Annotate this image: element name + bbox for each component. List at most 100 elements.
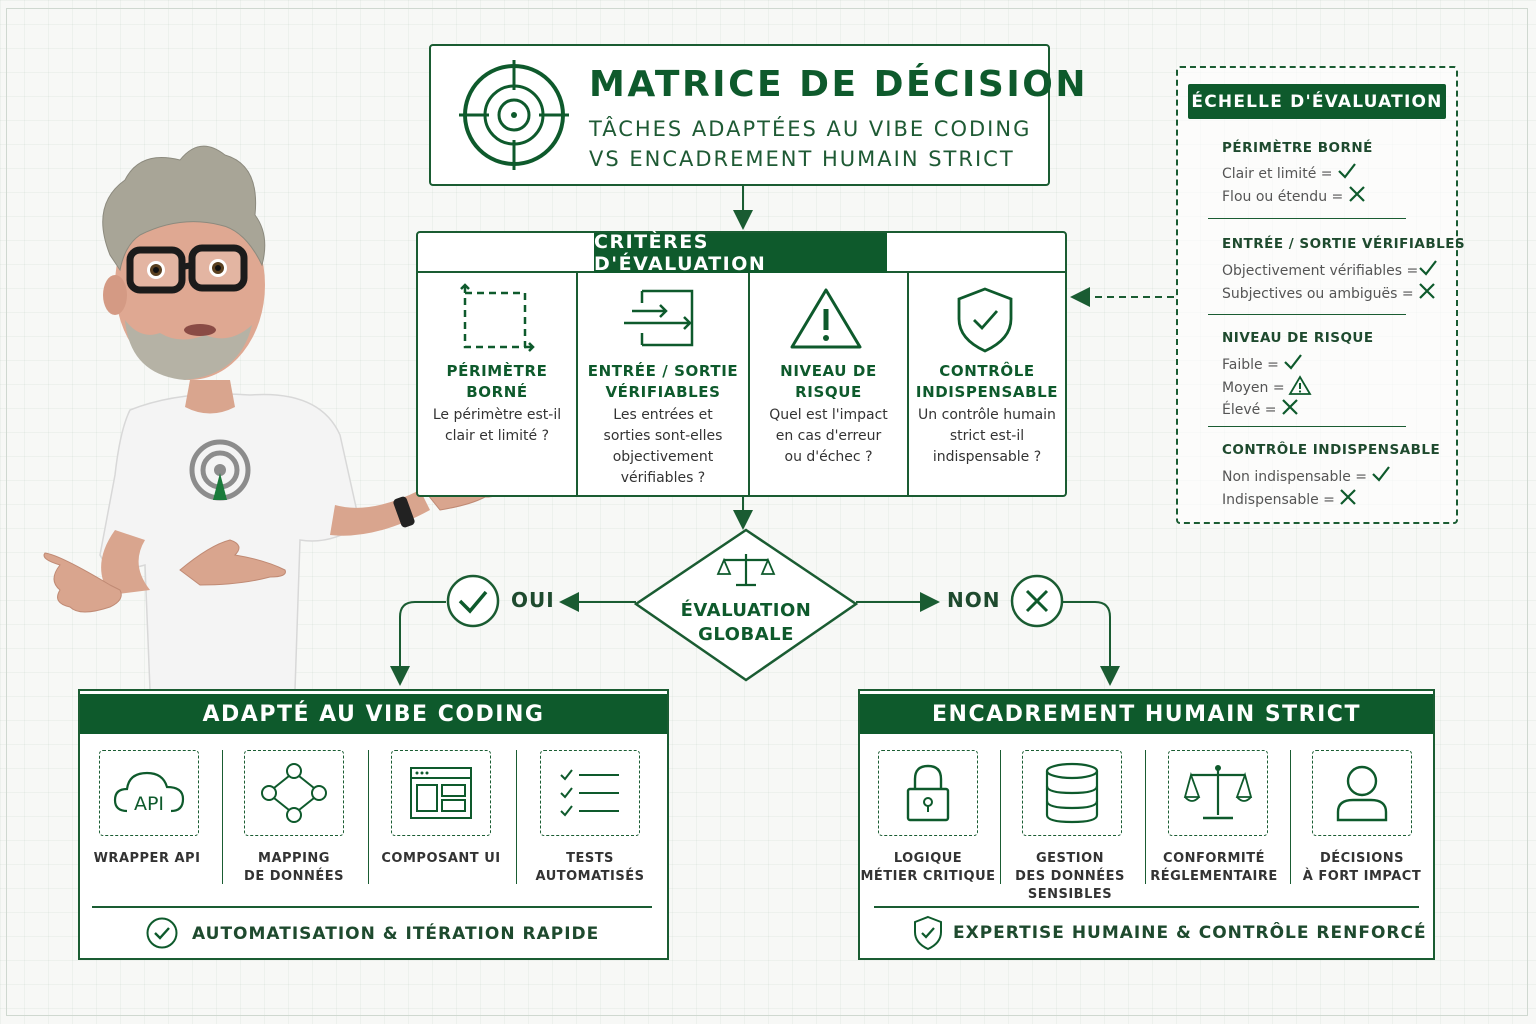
- criterion-io: ENTRÉE / SORTIE VÉRIFIABLES Les entrées …: [578, 273, 748, 495]
- scale-row: Élevé =: [1222, 398, 1299, 418]
- svg-text:API: API: [134, 793, 164, 815]
- scale-divider: [1208, 314, 1406, 315]
- page-subtitle-line1: TÂCHES ADAPTÉES AU VIBE CODING: [589, 117, 1032, 141]
- human-item-label: DES DONNÉES: [1015, 869, 1125, 884]
- scale-row-text: Moyen =: [1222, 380, 1285, 396]
- criterion-perimeter: PÉRIMÈTRE BORNÉ Le périmètre est-il clai…: [418, 273, 576, 495]
- item-separator: [1000, 750, 1001, 884]
- warning-icon: [790, 288, 862, 349]
- human-item-label: À FORT IMPACT: [1302, 869, 1422, 884]
- vibe-item-label: TESTS: [566, 851, 614, 866]
- item-separator: [516, 750, 517, 884]
- target-icon: [459, 60, 569, 170]
- criterion-desc: Quel est l'impact: [769, 407, 888, 423]
- criterion-desc: Un contrôle humain: [918, 407, 1056, 423]
- api-cloud-icon: API: [99, 750, 199, 836]
- human-footer: EXPERTISE HUMAINE & CONTRÔLE RENFORCÉ: [953, 923, 1427, 943]
- scale-group-title: ENTRÉE / SORTIE VÉRIFIABLES: [1222, 236, 1466, 252]
- vibe-item-label: COMPOSANT UI: [381, 851, 501, 866]
- scale-row-text: Clair et limité =: [1222, 166, 1333, 182]
- criterion-desc: sorties sont-elles: [603, 428, 723, 444]
- human-footer-divider: [874, 906, 1419, 908]
- human-item-label: DÉCISIONS: [1319, 851, 1405, 866]
- human-item-label: GESTION: [1035, 851, 1105, 866]
- criterion-desc: ou d'échec ?: [784, 449, 873, 465]
- vibe-heading: ADAPTÉ AU VIBE CODING: [80, 694, 667, 734]
- scale-group-title: CONTRÔLE INDISPENSABLE: [1222, 442, 1441, 458]
- page-title: MATRICE DE DÉCISION: [589, 64, 1088, 105]
- scale-heading: ÉCHELLE D'ÉVALUATION: [1188, 84, 1446, 119]
- scale-row: Objectivement vérifiables =: [1222, 259, 1438, 279]
- criteria-separator: [748, 273, 750, 495]
- vibe-footer: AUTOMATISATION & ITÉRATION RAPIDE: [192, 924, 600, 944]
- scale-row: Flou ou étendu =: [1222, 185, 1366, 205]
- item-separator: [222, 750, 223, 884]
- yes-check-icon: [446, 574, 500, 628]
- vibe-item-label: AUTOMATISÉS: [535, 869, 645, 884]
- human-heading: ENCADREMENT HUMAIN STRICT: [860, 694, 1433, 734]
- criterion-title-line1: ENTRÉE / SORTIE: [587, 362, 739, 380]
- scale-row-text: Non indispensable =: [1222, 469, 1368, 485]
- criterion-desc: objectivement: [612, 449, 714, 465]
- vibe-item-label: WRAPPER API: [93, 851, 201, 866]
- scale-row-text: Élevé =: [1222, 402, 1277, 418]
- cross-icon: [1340, 489, 1357, 505]
- scale-row-text: Objectivement vérifiables =: [1222, 263, 1419, 279]
- scale-row: Moyen =: [1222, 375, 1312, 396]
- check-icon: [1419, 260, 1438, 276]
- criterion-title: PÉRIMÈTRE BORNÉ: [446, 362, 548, 401]
- criteria-heading: CRITÈRES D'ÉVALUATION: [594, 231, 887, 275]
- canvas-frame: [6, 8, 1528, 1016]
- criterion-desc: en cas d'erreur: [775, 428, 882, 444]
- checklist-icon: [540, 750, 640, 836]
- database-icon: [1022, 750, 1122, 836]
- vibe-item-label: MAPPING: [258, 851, 330, 866]
- shield-check-icon: [914, 915, 942, 951]
- check-icon: [1284, 354, 1303, 370]
- input-output-icon: [624, 289, 694, 347]
- decision-label-line2: GLOBALE: [698, 624, 794, 645]
- scale-panel: [1176, 66, 1458, 524]
- check-circle-icon: [146, 917, 178, 949]
- ui-component-icon: [391, 750, 491, 836]
- yes-label: OUI: [511, 588, 555, 612]
- criterion-desc: Les entrées et: [613, 407, 713, 423]
- scales-icon: [716, 554, 776, 587]
- scale-divider: [1208, 218, 1406, 219]
- item-separator: [1290, 750, 1291, 884]
- title-card: MATRICE DE DÉCISION TÂCHES ADAPTÉES AU V…: [429, 44, 1085, 186]
- criterion-title-line2: VÉRIFIABLES: [605, 383, 721, 401]
- human-item-label: LOGIQUE: [893, 851, 963, 866]
- vibe-item-label: DE DONNÉES: [244, 869, 344, 884]
- vibe-footer-divider: [92, 906, 652, 908]
- criteria-separator: [907, 273, 909, 495]
- page-subtitle-line2: VS ENCADREMENT HUMAIN STRICT: [589, 147, 1015, 171]
- lock-icon: [878, 750, 978, 836]
- criterion-title: NIVEAU DE RISQUE: [780, 362, 877, 401]
- human-item-label: SENSIBLES: [1027, 887, 1113, 902]
- scale-group-title: PÉRIMÈTRE BORNÉ: [1222, 140, 1373, 156]
- criterion-desc: vérifiables ?: [620, 470, 706, 486]
- criterion-title-line1: CONTRÔLE: [939, 362, 1035, 380]
- criterion-desc: strict est-il: [949, 428, 1025, 444]
- scale-row: Clair et limité =: [1222, 162, 1357, 182]
- data-mapping-icon: [244, 750, 344, 836]
- scale-row: Non indispensable =: [1222, 465, 1391, 485]
- criterion-risk: NIVEAU DE RISQUE Quel est l'impact en ca…: [750, 273, 907, 495]
- cross-icon: [1282, 399, 1298, 415]
- human-item-label: MÉTIER CRITIQUE: [860, 869, 996, 884]
- criterion-title-line2: INDISPENSABLE: [915, 383, 1059, 401]
- scale-row-text: Subjectives ou ambiguës =: [1222, 286, 1414, 302]
- scale-row: Faible =: [1222, 353, 1303, 373]
- decision-diamond: [633, 528, 859, 682]
- scale-row-text: Flou ou étendu =: [1222, 189, 1344, 205]
- scales-icon: [1168, 750, 1268, 836]
- shield-check-icon: [957, 287, 1013, 353]
- check-icon: [1338, 163, 1356, 179]
- scale-row-text: Faible =: [1222, 357, 1279, 373]
- human-item-label: CONFORMITÉ: [1163, 851, 1265, 866]
- item-separator: [1145, 750, 1146, 884]
- scale-group-title: NIVEAU DE RISQUE: [1222, 330, 1374, 346]
- scale-row: Subjectives ou ambiguës =: [1222, 282, 1436, 302]
